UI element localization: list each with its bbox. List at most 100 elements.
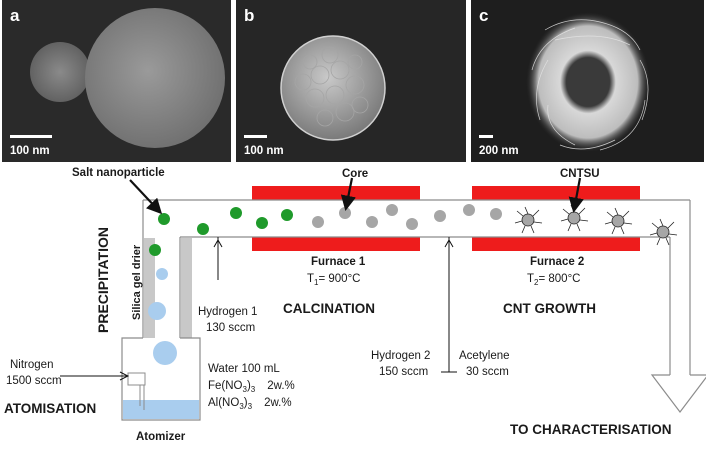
- precipitation-label: PRECIPITATION: [95, 227, 111, 333]
- hydrogen-2-flow: 150 sccm: [379, 366, 428, 378]
- panel-c-scale-label: 200 nm: [479, 145, 519, 157]
- core-particle: [339, 207, 351, 219]
- core-particle: [463, 204, 475, 216]
- cntsu-particle: [604, 207, 633, 235]
- core-particle: [406, 218, 418, 230]
- panel-b-letter: b: [244, 6, 254, 25]
- hydrogen-1-label: Hydrogen 1: [198, 306, 257, 318]
- cntsu-particles: [514, 204, 678, 246]
- to-characterisation-label: TO CHARACTERISATION: [510, 422, 672, 437]
- panel-a-scale-label: 100 nm: [10, 145, 50, 157]
- pointer-arrows: [129, 177, 584, 215]
- hydrogen-1-flow: 130 sccm: [206, 322, 255, 334]
- nitrogen-label: Nitrogen: [10, 359, 53, 371]
- drier-right-bar: [181, 238, 192, 338]
- droplets: [148, 268, 177, 365]
- furnace-2-temp: T2= 800°C: [527, 273, 581, 287]
- aluminium-nitrate-formula: Al(NO: [208, 397, 239, 409]
- cntsu-pointer-arrow: [568, 177, 584, 214]
- panel-a-large-sphere: [85, 8, 225, 148]
- cntsu-particle: [649, 218, 678, 246]
- panel-b-scale-bar: [244, 135, 267, 138]
- core-particle: [312, 216, 324, 228]
- salt-particle: [197, 223, 209, 235]
- cntsu-particle: [514, 206, 543, 234]
- panel-a-scale-bar: [10, 135, 52, 138]
- micrograph-panel-a: a 100 nm: [2, 0, 231, 162]
- panel-c-scale-bar: [479, 135, 493, 138]
- droplet: [148, 302, 166, 320]
- furnace-2-temp-value: = 800°C: [538, 273, 580, 285]
- furnace-1-top-heater: [252, 186, 420, 200]
- atomizer-label: Atomizer: [136, 431, 186, 443]
- aluminium-nitrate-close: ): [244, 397, 248, 409]
- panel-b-surface-texture: [294, 46, 369, 127]
- gas-inlets: [60, 237, 457, 381]
- hydrogen2-inlet-arrow-icon: [444, 238, 454, 248]
- atomisation-label: ATOMISATION: [4, 401, 96, 416]
- salt-particle: [256, 217, 268, 229]
- drier-left-bar: [144, 238, 155, 338]
- core-particle: [490, 208, 502, 220]
- panel-c-cnt-shell: [526, 12, 650, 152]
- aluminium-nitrate-sub: 3: [239, 402, 244, 411]
- panel-c-nanotube-strands: [531, 19, 649, 151]
- iron-nitrate-amount: 2w.%: [267, 380, 295, 392]
- droplet: [156, 268, 168, 280]
- furnace-1-temp: T1= 900°C: [307, 273, 361, 287]
- furnace-1-label: Furnace 1: [311, 256, 366, 268]
- furnace-2-top-heater: [472, 186, 640, 200]
- reactor-tube: [142, 199, 691, 375]
- furnace-1-temp-sub: 1: [314, 278, 319, 287]
- furnace-2: [472, 186, 640, 251]
- atomizer-liquid: [123, 400, 199, 419]
- acetylene-label: Acetylene: [459, 350, 510, 362]
- core-particle: [366, 216, 378, 228]
- core-pointer-arrow: [340, 177, 356, 212]
- atomizer-vessel: [121, 337, 201, 421]
- nitrogen-flow: 1500 sccm: [6, 375, 62, 387]
- nitrogen-nozzle: [127, 372, 146, 386]
- iron-nitrate-sub: 3: [243, 385, 248, 394]
- salt-particle: [149, 244, 161, 256]
- cnt-growth-label: CNT GROWTH: [503, 301, 596, 316]
- core-particle: [386, 204, 398, 216]
- iron-nitrate-sub2: 3: [251, 385, 256, 394]
- acetylene-flow: 30 sccm: [466, 366, 509, 378]
- panel-a-letter: a: [10, 6, 20, 25]
- furnace-1-bottom-heater: [252, 237, 420, 251]
- micrograph-panel-c: c 200 nm: [471, 0, 704, 162]
- panel-c-letter: c: [479, 6, 488, 25]
- droplet: [153, 341, 177, 365]
- panel-a-small-sphere: [30, 42, 90, 102]
- furnace-1-temp-value: = 900°C: [318, 273, 360, 285]
- furnace-2-temp-prefix: T: [527, 273, 534, 285]
- iron-nitrate-close: ): [247, 380, 251, 392]
- furnace-2-label: Furnace 2: [530, 256, 584, 268]
- aluminium-nitrate-sub2: 3: [248, 402, 253, 411]
- micrograph-panel-b: b 100 nm: [236, 0, 466, 162]
- nitrogen-inlet-arrow-icon: [119, 371, 130, 381]
- hydrogen-2-label: Hydrogen 2: [371, 350, 430, 362]
- silica-gel-drier-label: Silica gel drier: [131, 244, 143, 320]
- furnace-1: [252, 186, 420, 251]
- core-particles: [312, 204, 502, 230]
- salt-nanoparticle-label: Salt nanoparticle: [72, 167, 165, 179]
- furnace-2-temp-sub: 2: [534, 278, 539, 287]
- salt-particle: [158, 213, 170, 225]
- salt-nanoparticles: [149, 207, 293, 256]
- hydrogen1-inlet-arrow-icon: [213, 238, 223, 248]
- iron-nitrate-formula: Fe(NO: [208, 380, 243, 392]
- panel-b-sphere: [280, 35, 386, 141]
- calcination-label: CALCINATION: [283, 301, 375, 316]
- salt-particle: [230, 207, 242, 219]
- cntsu-label: CNTSU: [560, 168, 600, 180]
- aluminium-nitrate-amount: 2w.%: [264, 397, 292, 409]
- water-label: Water 100 mL: [208, 363, 280, 375]
- salt-particle: [281, 209, 293, 221]
- exit-arrow-icon: [650, 374, 706, 413]
- furnace-2-bottom-heater: [472, 237, 640, 251]
